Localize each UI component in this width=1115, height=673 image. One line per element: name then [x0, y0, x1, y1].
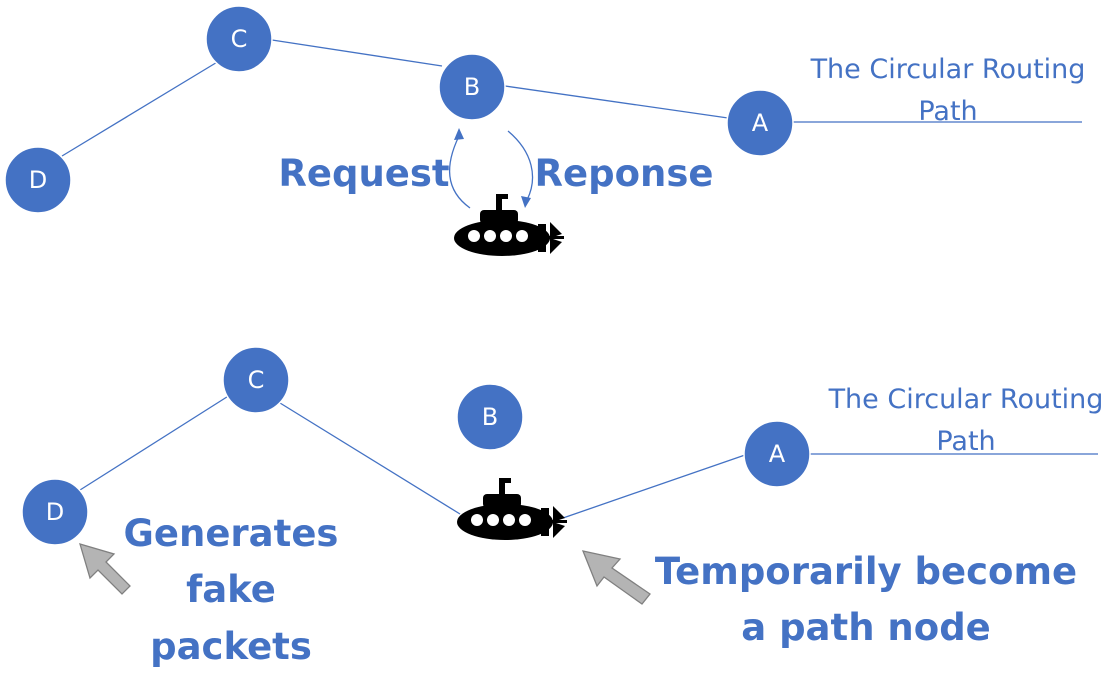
grey-arrow-icon [79, 543, 131, 595]
edge-c-b [271, 39, 443, 67]
svg-text:A: A [769, 440, 786, 468]
response-label: Reponse [535, 152, 714, 195]
node-a-bottom: A [743, 420, 811, 488]
fake-packets-line3: packets [150, 625, 312, 668]
node-b: B [438, 53, 506, 121]
path-label-line2: Path [918, 96, 977, 127]
submarine-icon [454, 194, 564, 256]
svg-text:B: B [464, 73, 480, 101]
path-node-line1: Temporarily become [655, 550, 1077, 593]
path-node-line2: a path node [741, 606, 991, 649]
node-d: D [4, 146, 72, 214]
path-label-line1: The Circular Routing [810, 54, 1086, 85]
submarine-icon [457, 478, 567, 540]
request-label: Request [278, 152, 449, 195]
svg-text:D: D [46, 498, 64, 526]
response-arrowhead-icon [521, 196, 531, 208]
path-label-bottom-line1: The Circular Routing [828, 384, 1104, 415]
svg-text:C: C [248, 366, 265, 394]
request-arrow [448, 135, 471, 209]
svg-text:B: B [482, 403, 498, 431]
edge-c-submarine [279, 402, 461, 515]
top-scene: C B A D The Circular Routing Path Reques… [4, 5, 1086, 256]
edge-d-c-bottom [79, 394, 231, 491]
node-d-bottom: D [21, 478, 89, 546]
bottom-scene: C B A D The Circular Routing Path Genera… [21, 346, 1104, 668]
edge-b-a [504, 85, 729, 119]
svg-text:A: A [752, 109, 769, 137]
edge-submarine-a [562, 454, 746, 519]
path-label-bottom-line2: Path [936, 426, 995, 457]
node-b-bottom: B [456, 383, 524, 451]
svg-text:D: D [29, 166, 47, 194]
node-c-bottom: C [222, 346, 290, 414]
response-arrow [507, 130, 534, 201]
fake-packets-line2: fake [186, 568, 276, 611]
svg-text:C: C [231, 25, 248, 53]
edge-d-c [61, 60, 220, 157]
fake-packets-line1: Generates [124, 512, 339, 555]
node-a: A [726, 89, 794, 157]
request-arrowhead-icon [454, 128, 464, 140]
node-c: C [205, 5, 273, 73]
grey-arrow-icon [581, 550, 651, 605]
